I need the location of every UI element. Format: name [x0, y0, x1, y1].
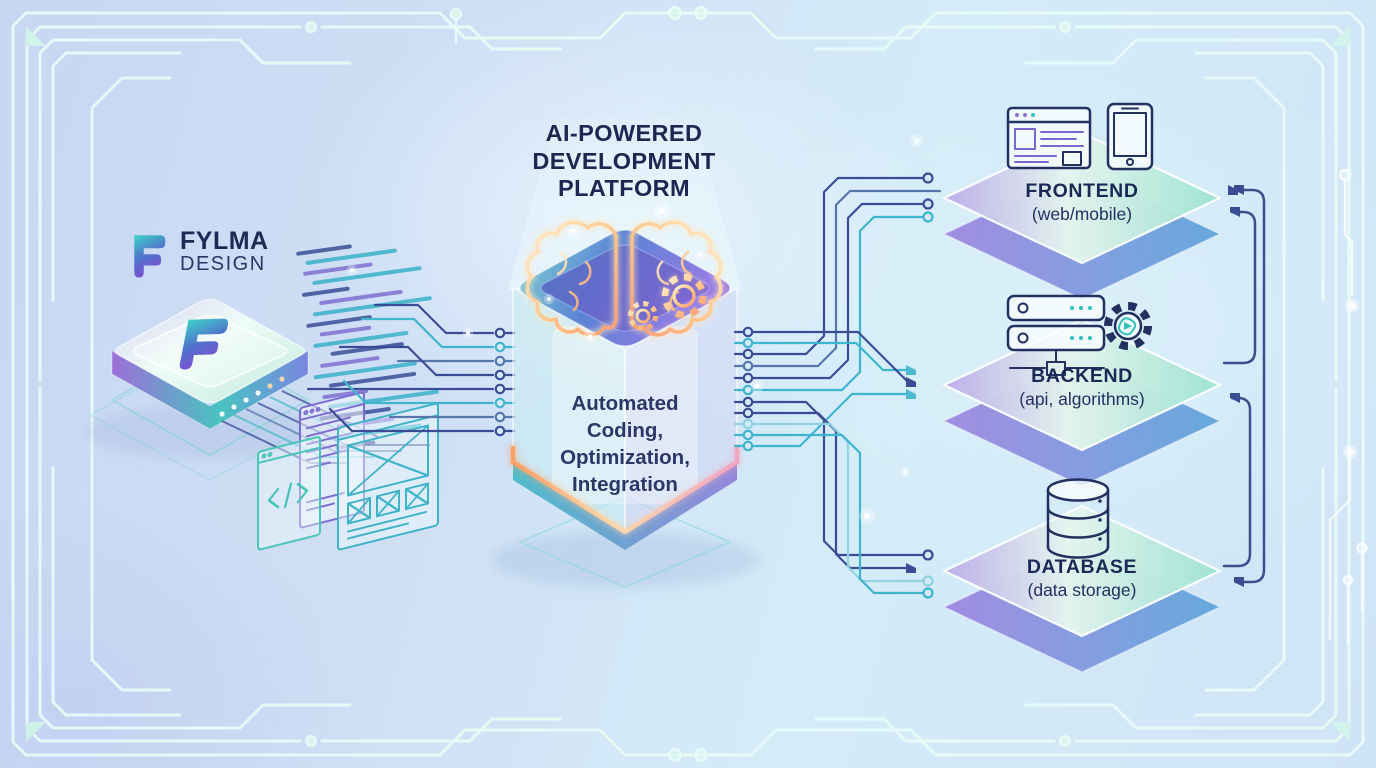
- backend-label: BACKEND: [1031, 365, 1133, 387]
- frontend-label: FRONTEND: [1025, 180, 1139, 202]
- gear-icon: [661, 273, 707, 319]
- node-frontend: [942, 102, 1222, 301]
- database-node-label: DATABASE (data storage): [952, 556, 1212, 601]
- brain-icon: [523, 222, 720, 335]
- right-edge-circuit: [1328, 168, 1368, 645]
- wireframe-image-window-icon: [337, 402, 439, 551]
- wireframe-windows: [257, 391, 439, 551]
- fylma-f-logo-icon: [134, 235, 166, 278]
- database-cylinder-icon: [1046, 478, 1110, 559]
- light-beam: [508, 118, 742, 290]
- node-backend: [942, 294, 1222, 488]
- browser-window-icon: [1006, 106, 1092, 170]
- database-sublabel: (data storage): [1027, 580, 1137, 601]
- platform-to-nodes-traces: [733, 172, 942, 599]
- database-label: DATABASE: [1026, 556, 1138, 578]
- platform-left-pins: [494, 327, 516, 437]
- small-gear-icon: [628, 301, 658, 331]
- sparkle-dots: [346, 134, 924, 524]
- backend-node-label: BACKEND (api, algorithms): [952, 365, 1212, 410]
- platform-cube: [490, 118, 760, 588]
- platform-description: Automated Coding, Optimization, Integrat…: [560, 392, 690, 497]
- chip-illustration: [111, 298, 430, 464]
- feedback-arrows: [1222, 190, 1266, 582]
- smartphone-icon: [1106, 102, 1154, 171]
- brand-name: FYLMA: [180, 227, 269, 255]
- brand-subname: DESIGN: [180, 253, 266, 275]
- title-line-1: AI-POWERED: [545, 120, 703, 146]
- title-line-2: DEVELOPMENT: [532, 147, 716, 174]
- page-title: AI-POWERED DEVELOPMENT PLATFORM: [484, 120, 764, 203]
- chip-pins: [219, 376, 285, 417]
- server-stack-icon: [1006, 294, 1106, 376]
- backend-sublabel: (api, algorithms): [1019, 389, 1145, 410]
- node-database: [942, 478, 1222, 674]
- frontend-node-label: FRONTEND (web/mobile): [952, 180, 1212, 225]
- code-lines-decoration: [296, 244, 439, 450]
- cube-shadow-outline: [519, 496, 731, 588]
- brand-logo: FYLMA DESIGN: [124, 226, 269, 282]
- wireframe-code-window-icon: [257, 436, 321, 551]
- frontend-sublabel: (web/mobile): [1031, 204, 1133, 225]
- circuit-border-decoration: [11, 6, 1368, 762]
- title-line-3: PLATFORM: [558, 175, 690, 202]
- algorithm-gear-icon: [1104, 302, 1152, 350]
- platform-right-pins: [733, 326, 754, 452]
